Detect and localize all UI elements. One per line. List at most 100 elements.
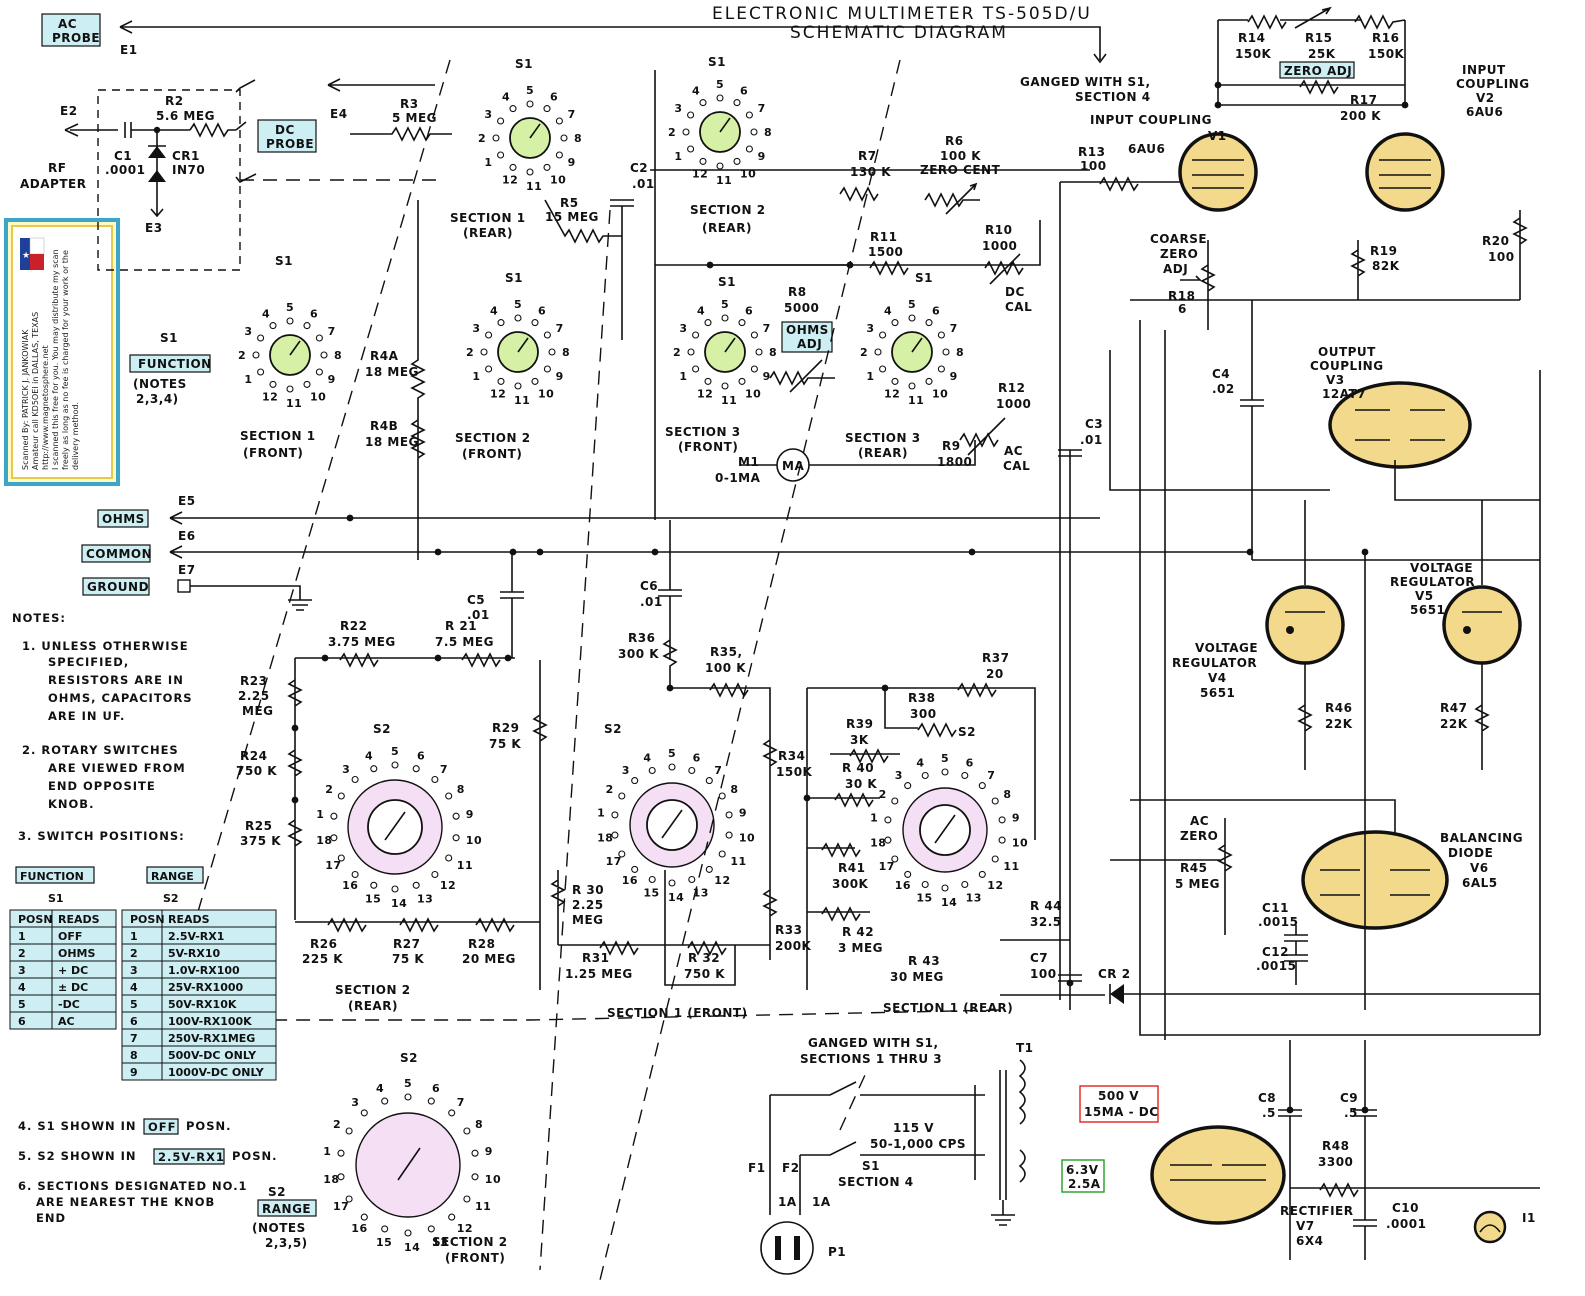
svg-text:VOLTAGE: VOLTAGE: [1410, 561, 1473, 575]
svg-text:R12: R12: [998, 381, 1025, 395]
p1-plug-icon: [760, 1221, 814, 1275]
r23-r24-r25-resistors: [287, 658, 303, 920]
s2-sec2-rear-contact: [412, 765, 420, 773]
svg-text:C10: C10: [1392, 1201, 1419, 1215]
s1-sec3-front-contact: [692, 365, 700, 373]
s1-sec3-rear-contact: [908, 314, 916, 322]
svg-text:COMMON: COMMON: [86, 547, 152, 561]
svg-text:500 V: 500 V: [1098, 1089, 1139, 1103]
s2-section2-front-switch[interactable]: [355, 1112, 461, 1218]
s1-section1-rear-switch[interactable]: [509, 117, 551, 159]
svg-text:R31: R31: [582, 951, 609, 965]
svg-text:0-1MA: 0-1MA: [715, 471, 761, 485]
s1-sec2-rear-contact: [733, 99, 741, 107]
s2-sec1-rear-contact-number: 3: [895, 769, 903, 782]
svg-text:OFF: OFF: [148, 1120, 177, 1134]
s1-section4-switch[interactable]: [769, 1081, 985, 1215]
s1-sec1-front-contact: [252, 351, 260, 359]
svg-text:150K: 150K: [1368, 47, 1405, 61]
s1-sec1-front-contact: [286, 385, 294, 393]
s1-sec2-front-contact: [485, 331, 493, 339]
svg-text:V1: V1: [1208, 129, 1227, 143]
svg-text:PROBE: PROBE: [266, 137, 314, 151]
rf-adapter: E2 R2 5.6 MEG C1 .0001 CR1 IN70 E3 RF AD…: [20, 79, 257, 271]
s2-sec1-rear-contact: [891, 797, 899, 805]
svg-text:R 40: R 40: [842, 761, 874, 775]
s2-sec2-rear-contact-number: 3: [342, 763, 350, 776]
svg-text:225 K: 225 K: [302, 952, 343, 966]
s1-sec3-front-contact-number: 12: [697, 388, 713, 401]
svg-text:R11: R11: [870, 230, 897, 244]
s1-sec3-front-contact-number: 5: [721, 298, 729, 311]
svg-text:C12: C12: [1262, 945, 1289, 959]
s1-sec3-rear-contact: [879, 331, 887, 339]
s2-sec1-front-contact: [705, 777, 713, 785]
s2-sec2-rear-contact: [337, 792, 345, 800]
svg-text:20: 20: [986, 667, 1004, 681]
s2-sec2-front-contact: [337, 1149, 345, 1157]
s2-sec2-rear-contact: [445, 854, 453, 862]
s2-sec2-rear-contact-number: 15: [365, 892, 381, 905]
s1-sec2-rear-contact: [699, 99, 707, 107]
s2-sec1-rear-contact-number: 5: [941, 752, 949, 765]
s2-sec2-rear-contact-number: 8: [457, 783, 465, 796]
svg-text:750 K: 750 K: [236, 764, 277, 778]
s2-sec2-front-contact: [471, 1173, 479, 1181]
svg-text:GANGED WITH S1,: GANGED WITH S1,: [1020, 75, 1151, 89]
svg-text:7.5 MEG: 7.5 MEG: [435, 635, 494, 649]
s1-sec1-rear-contact-number: 4: [502, 90, 510, 103]
s2-sec2-front-contact: [404, 1229, 412, 1237]
s2-sec2-front-contact: [360, 1109, 368, 1117]
s1-section1-front-switch[interactable]: [269, 334, 311, 376]
s1-sec3-rear-contact-number: 12: [884, 388, 900, 401]
s1-sec3-front-contact-number: 6: [745, 304, 753, 317]
s1-section3-rear-switch[interactable]: [891, 331, 933, 373]
svg-text:S1: S1: [708, 55, 726, 69]
svg-text:.0015: .0015: [1258, 915, 1298, 929]
s2-sec2-front-contact-number: 3: [351, 1096, 359, 1109]
svg-text:5651: 5651: [1200, 686, 1235, 700]
s1-sec1-rear-contact: [555, 117, 563, 125]
s2-sec2-front-contact: [360, 1213, 368, 1221]
s2-sec1-front-contact-number: 15: [643, 887, 659, 900]
s2-section1-rear-switch[interactable]: [902, 787, 988, 873]
svg-text:ARE NEAREST THE KNOB: ARE NEAREST THE KNOB: [36, 1195, 215, 1209]
ground-icon: [190, 585, 312, 611]
s1-sec1-front-contact: [315, 334, 323, 342]
e1-label: E1: [120, 43, 138, 57]
s2-sec2-rear-contact: [452, 834, 460, 842]
s2-sec2-rear-contact: [351, 775, 359, 784]
range-table-cell: 5V-RX10: [168, 947, 221, 960]
s1-sec3-front-contact-number: 9: [763, 370, 771, 383]
range-table-cell: 1000V-DC ONLY: [168, 1066, 265, 1079]
s2-section2-rear-switch[interactable]: [347, 779, 443, 875]
svg-text:R14: R14: [1238, 31, 1265, 45]
s1-sec3-front-contact: [755, 348, 763, 356]
s1-sec2-front-contact: [543, 365, 551, 373]
s2-section1-front-switch[interactable]: [629, 782, 715, 868]
s1-sec3-front-contact: [738, 377, 746, 385]
s2-sec2-front-contact: [463, 1127, 471, 1135]
s1-sec1-front-contact-number: 12: [262, 391, 278, 404]
s1-section2-rear-switch[interactable]: [699, 111, 741, 153]
s2-sec2-rear-contact-number: 18: [316, 834, 332, 847]
s2-sec1-rear-contact: [884, 836, 892, 844]
s2-sec1-rear-contact: [904, 782, 912, 790]
s2-sec2-rear-contact: [391, 885, 399, 893]
s1-sec3-rear-contact-number: 3: [866, 322, 874, 335]
dc-probe-terminal: DC PROBE: [257, 119, 317, 153]
s1-section2-front-switch[interactable]: [497, 331, 539, 373]
cr2-diode: [1109, 984, 1540, 1004]
svg-text:300: 300: [910, 707, 937, 721]
svg-text:S2: S2: [958, 725, 976, 739]
s1-section3-front-switch[interactable]: [704, 331, 746, 373]
svg-text:S2: S2: [604, 722, 622, 736]
s1-sec1-rear-contact-number: 3: [484, 108, 492, 121]
svg-text:.02: .02: [1212, 382, 1235, 396]
svg-text:AC: AC: [58, 17, 77, 31]
s1-sec3-front-contact: [704, 319, 712, 327]
s1-sec1-rear-contact-number: 7: [568, 108, 576, 121]
svg-text:END: END: [36, 1211, 66, 1225]
